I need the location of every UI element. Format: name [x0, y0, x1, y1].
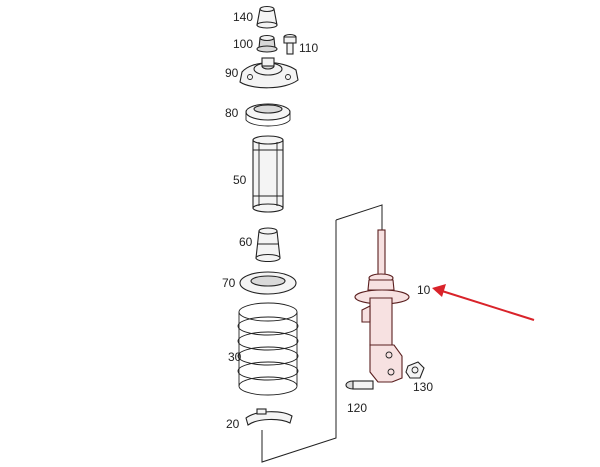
group-bracket-line: [335, 204, 383, 232]
label-110: 110: [299, 41, 318, 55]
part-10-strut-assembly[interactable]: [354, 229, 410, 383]
label-50: 50: [233, 173, 247, 187]
part-130-nut[interactable]: [405, 361, 425, 379]
part-80-bearing[interactable]: [245, 103, 291, 127]
part-70-spring-seat[interactable]: [239, 271, 297, 295]
part-100-nut[interactable]: [256, 34, 278, 53]
red-arrow-line: [441, 290, 535, 321]
label-100: 100: [233, 37, 253, 51]
part-90-strut-mount[interactable]: [239, 57, 299, 89]
label-80: 80: [225, 106, 239, 120]
part-30-coil-spring[interactable]: [237, 302, 299, 396]
part-120-bolt[interactable]: [345, 380, 374, 390]
label-90: 90: [225, 66, 239, 80]
label-10: 10: [417, 283, 431, 297]
group-bracket-left: [261, 220, 337, 463]
part-20-lower-insulator[interactable]: [245, 408, 293, 426]
label-130: 130: [413, 380, 433, 394]
label-120: 120: [347, 401, 367, 415]
label-60: 60: [239, 235, 253, 249]
part-140-bump-cap[interactable]: [256, 5, 278, 29]
red-arrow-head: [432, 284, 446, 297]
label-30: 30: [228, 350, 242, 364]
label-140: 140: [233, 10, 253, 24]
part-50-dust-boot[interactable]: [252, 135, 284, 213]
part-110-bolt[interactable]: [283, 33, 297, 55]
label-20: 20: [226, 417, 240, 431]
label-70: 70: [222, 276, 236, 290]
part-60-bump-stop[interactable]: [255, 227, 281, 263]
